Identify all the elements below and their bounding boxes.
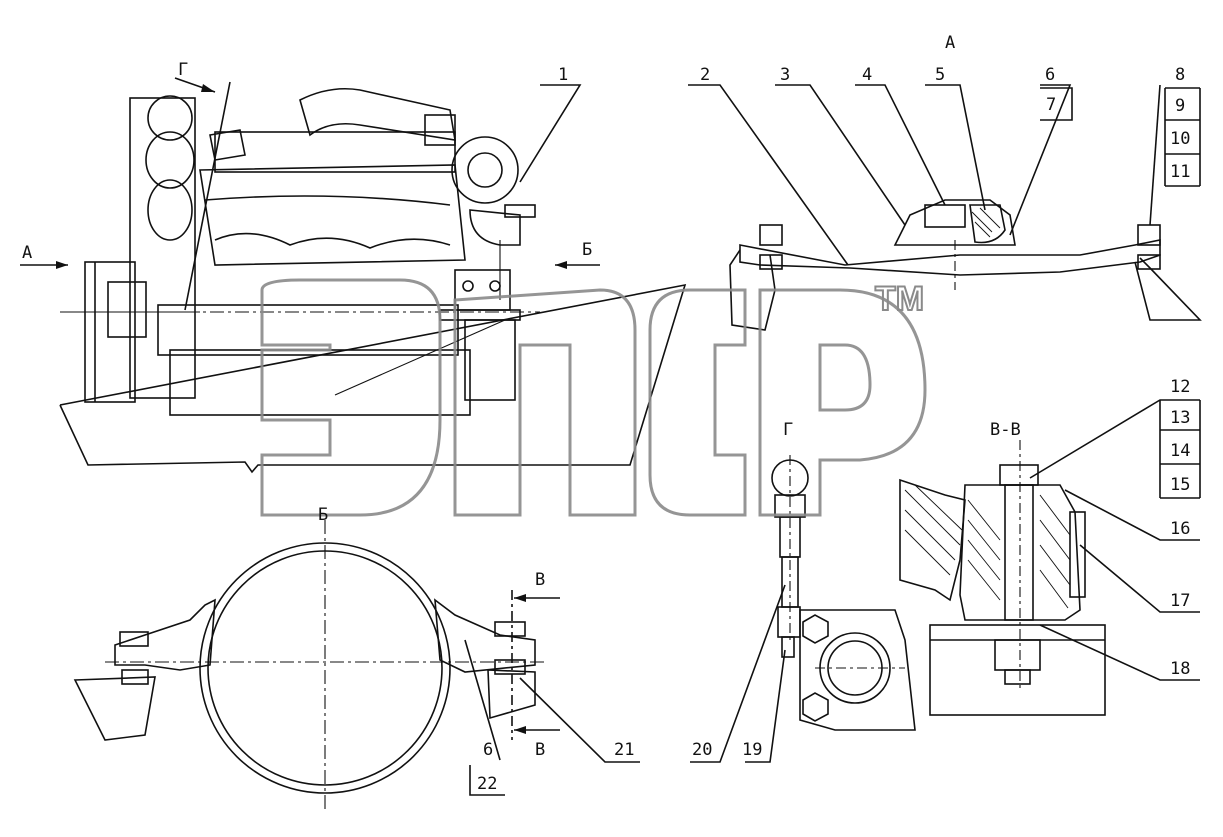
engine-side-view bbox=[20, 77, 687, 474]
callout-9: 9 bbox=[1175, 96, 1185, 116]
view-label-b-view: Б bbox=[318, 505, 328, 525]
callout-6: 6 bbox=[1045, 65, 1055, 85]
watermark-logo bbox=[260, 278, 927, 517]
view-label-b-arrow: Б bbox=[582, 240, 592, 260]
view-a-crossmember bbox=[688, 84, 1202, 331]
callout-14: 14 bbox=[1170, 441, 1190, 461]
callout-16: 16 bbox=[1170, 519, 1190, 539]
callout-6-bottom: 6 bbox=[483, 740, 493, 760]
callout-11: 11 bbox=[1170, 162, 1190, 182]
callout-3: 3 bbox=[780, 65, 790, 85]
section-vv-rubber-mount bbox=[899, 399, 1201, 716]
callout-4: 4 bbox=[862, 65, 872, 85]
callout-8: 8 bbox=[1175, 65, 1185, 85]
callout-12: 12 bbox=[1170, 377, 1190, 397]
callout-17: 17 bbox=[1170, 591, 1190, 611]
callout-20: 20 bbox=[692, 740, 712, 760]
callout-15: 15 bbox=[1170, 475, 1190, 495]
view-label-a-top: А bbox=[945, 33, 955, 53]
section-mark-v-bottom: В bbox=[535, 740, 545, 760]
view-label-a-arrow: А bbox=[22, 243, 32, 263]
callout-18: 18 bbox=[1170, 659, 1190, 679]
callout-5: 5 bbox=[935, 65, 945, 85]
callout-19: 19 bbox=[742, 740, 762, 760]
part-callouts: 1 2 3 4 5 6 7 8 9 10 11 12 13 14 15 16 1… bbox=[477, 65, 1190, 794]
callout-22: 22 bbox=[477, 774, 497, 794]
callout-10: 10 bbox=[1170, 129, 1190, 149]
callout-13: 13 bbox=[1170, 408, 1190, 428]
view-label-g-view: Г bbox=[783, 420, 793, 440]
callout-7: 7 bbox=[1046, 95, 1056, 115]
view-b-flywheel bbox=[73, 520, 640, 810]
section-label-vv: В-В bbox=[990, 420, 1021, 440]
view-g-tie-rod bbox=[690, 455, 916, 763]
trademark-mark: TM bbox=[875, 280, 924, 318]
view-label-g-arrow: Г bbox=[178, 60, 188, 80]
section-mark-v-top: В bbox=[535, 570, 545, 590]
view-labels: А А Б Б Г Г В-В В В bbox=[22, 33, 1021, 760]
callout-1: 1 bbox=[558, 65, 568, 85]
callout-21: 21 bbox=[614, 740, 634, 760]
callout-2: 2 bbox=[700, 65, 710, 85]
